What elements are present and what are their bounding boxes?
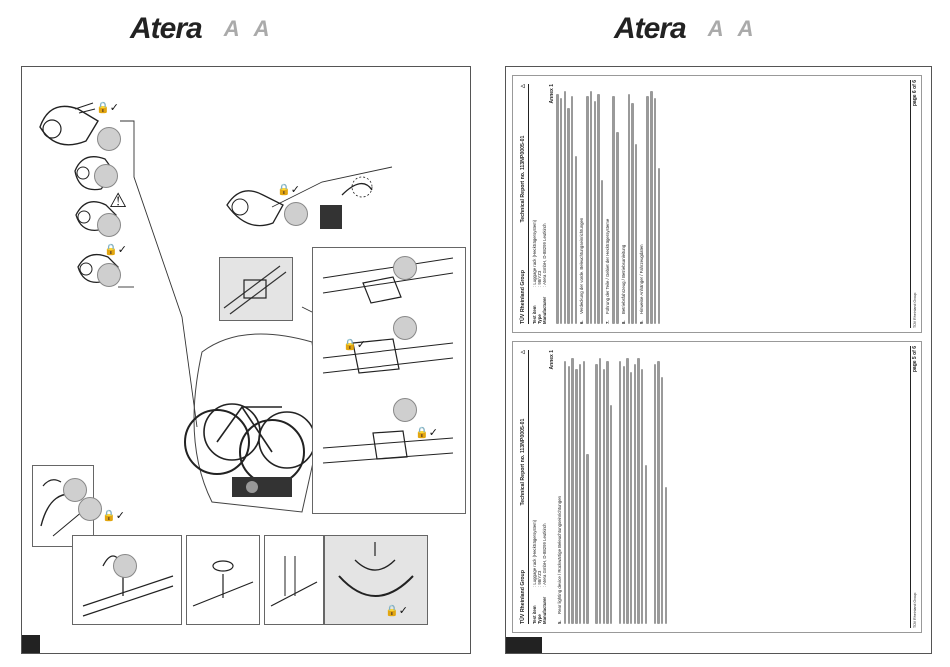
instruction-page-illustrations: 🔒✓ ⚠ 🔒✓ 🔒✓ [21,66,471,654]
step-number-marker [393,316,417,340]
section-title: Verdeckung der vorde. Beleuchtungseinric… [579,217,585,314]
step-number-marker [97,127,121,151]
page-number: page 6 of 6 [911,80,918,107]
page-corner-marker [506,637,542,653]
step-number-marker [94,164,118,188]
step-number-marker [393,398,417,422]
warning-icon: ⚠ [109,188,127,212]
lock-check-icon: 🔒✓ [415,426,438,439]
strap-detail-panel: 🔒✓ [324,535,428,625]
report-title: Technical Report no. 113NP0005-01 [520,135,526,223]
strap-panel-3 [264,535,324,625]
lock-check-icon: 🔒✓ [385,604,408,617]
brand-header-left: Atera A A [130,12,269,46]
atera-logo: Atera [130,12,203,45]
step-number-marker [97,263,121,287]
annex-label: Annex 1 [548,84,555,104]
section-title: Hinweise Anhänger / Fahrzeugdaten [639,244,645,314]
atera-logo: Atera [614,12,687,45]
section-title: Rear lighting device / Rückwärtige Beleu… [556,496,562,614]
step-1-illustration [39,102,99,146]
report-footer-org: TÜV Rheinland Group [912,292,917,328]
brand-header-right: Atera A A [614,12,753,46]
instruction-page-report: TÜV Rheinland Group Technical Report no.… [505,66,932,654]
car-with-bikes-illustration [184,333,323,513]
variant-letter: A [253,16,270,41]
tuv-logo-icon: △ [520,350,526,354]
step-number-marker [113,554,137,578]
section-title: Betriebsfahrzeug / Betriebsanleitung [620,244,626,314]
wheel-holder-panel [32,465,94,547]
clamp-sequence-panel: 🔒✓ 🔒✓ [312,247,466,514]
variant-letter: A [223,16,240,41]
variant-letter: A [737,16,754,41]
hitch-attachment-illustration [226,176,373,229]
lock-check-icon: 🔒✓ [102,509,125,522]
step-number-marker [78,497,102,521]
section-title: Führung der Teile / Gebiet der Heckträge… [605,218,611,314]
clamp-detail-panel [219,257,293,321]
lock-check-icon: 🔒✓ [104,243,127,256]
report-sheet-upper: TÜV Rheinland Group Technical Report no.… [512,75,922,333]
page-corner-marker [22,635,40,653]
lock-check-icon: 🔒✓ [343,338,366,351]
strap-panel-1 [72,535,182,625]
report-title: Technical Report no. 113NP0005-01 [520,418,526,506]
annex-label: Annex 1 [548,350,555,370]
step-number-marker [284,202,308,226]
report-org: TÜV Rheinland Group [520,270,526,324]
strap-panel-2 [186,535,260,625]
lock-check-icon: 🔒✓ [277,183,300,196]
variant-letter: A [707,16,724,41]
page-number: page 5 of 6 [911,346,918,373]
step-number-marker [97,213,121,237]
lock-check-icon: 🔒✓ [96,101,119,114]
step-number-marker [393,256,417,280]
report-sheet-lower: TÜV Rheinland Group Technical Report no.… [512,341,922,633]
tuv-logo-icon: △ [520,84,526,88]
report-org: TÜV Rheinland Group [520,570,526,624]
report-footer-org: TÜV Rheinland Group [912,592,917,628]
